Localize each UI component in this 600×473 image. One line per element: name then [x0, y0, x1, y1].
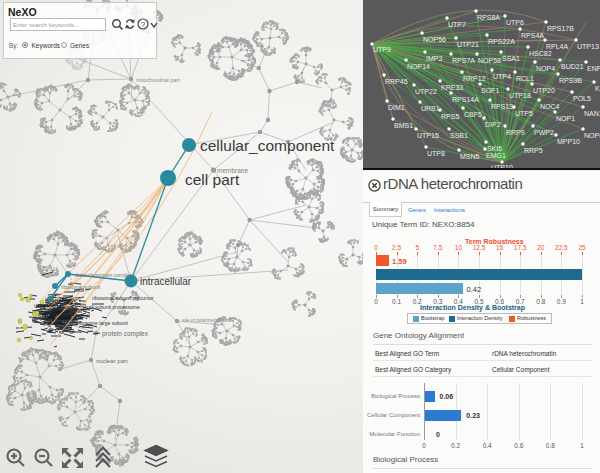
svg-text:RRP12: RRP12: [463, 75, 486, 82]
svg-text:RPS8A: RPS8A: [477, 14, 500, 21]
svg-text:ENP1: ENP1: [587, 65, 600, 72]
svg-text:RPS14A: RPS14A: [452, 96, 479, 103]
svg-text:UTP15: UTP15: [417, 132, 439, 139]
svg-text:RPS1A: RPS1A: [42, 266, 59, 272]
svg-text:NOC4: NOC4: [540, 103, 560, 110]
svg-text:preribosome large subunit: preribosome large subunit: [70, 320, 128, 326]
svg-text:SOF1: SOF1: [481, 87, 499, 94]
svg-text:SSB1: SSB1: [450, 132, 468, 139]
svg-text:ribosomal subunit precursor: ribosomal subunit precursor: [92, 295, 154, 301]
svg-text:UTP10: UTP10: [491, 164, 513, 170]
svg-text:protein complex: protein complex: [102, 330, 149, 338]
svg-text:UTP18: UTP18: [509, 92, 531, 99]
svg-text:MPP10: MPP10: [38, 314, 53, 319]
svg-text:DIM1: DIM1: [388, 104, 405, 111]
svg-text:NOP6: NOP6: [584, 132, 600, 139]
svg-text:NOP14: NOP14: [407, 63, 430, 70]
svg-text:POL5: POL5: [573, 95, 591, 102]
svg-text:UTP21: UTP21: [457, 41, 479, 48]
svg-text:NAN1: NAN1: [584, 110, 600, 117]
svg-text:RPS22A: RPS22A: [488, 38, 515, 45]
svg-text:NOP56: NOP56: [423, 36, 446, 43]
svg-text:IMP3: IMP3: [426, 55, 442, 62]
svg-text:ribosomal subunit: ribosomal subunit: [61, 284, 101, 290]
svg-text:cellular_component: cellular_component: [200, 137, 335, 154]
svg-text:RPS4A: RPS4A: [521, 32, 544, 39]
svg-text:site of polarized growth: site of polarized growth: [182, 318, 232, 323]
svg-text:RRP9: RRP9: [506, 129, 525, 136]
svg-text:CBF5: CBF5: [464, 111, 482, 118]
svg-text:SKI6: SKI6: [487, 145, 502, 152]
svg-text:UTP22: UTP22: [415, 88, 437, 95]
svg-text:DIP2: DIP2: [485, 121, 501, 128]
svg-text:SSA1: SSA1: [502, 55, 520, 62]
svg-text:RPS7A: RPS7A: [452, 57, 475, 64]
svg-text:RRP45: RRP45: [385, 78, 408, 85]
svg-text:RPS5: RPS5: [441, 113, 459, 120]
svg-text:NOP1: NOP1: [556, 115, 575, 122]
svg-text:UTP8: UTP8: [427, 150, 445, 157]
svg-text:EMG1: EMG1: [486, 152, 506, 159]
svg-text:RRP5: RRP5: [524, 147, 543, 154]
svg-text:RPS13: RPS13: [491, 103, 513, 110]
svg-text:nuclear part: nuclear part: [96, 358, 128, 364]
svg-text:BMS1: BMS1: [394, 122, 413, 129]
svg-text:HSC82: HSC82: [529, 50, 552, 57]
svg-text:RCL1: RCL1: [516, 75, 534, 82]
svg-text:BUD21: BUD21: [561, 63, 584, 70]
svg-text:NOP4: NOP4: [536, 65, 555, 72]
svg-text:UTP7: UTP7: [448, 21, 466, 28]
svg-text:MPP10: MPP10: [557, 138, 580, 145]
svg-text:UTP9: UTP9: [373, 46, 391, 53]
svg-text:?: ?: [141, 20, 146, 29]
svg-text:intracellular: intracellular: [140, 276, 192, 287]
svg-text:membrane: membrane: [217, 167, 248, 174]
svg-text:PWP2: PWP2: [534, 129, 554, 136]
svg-text:RPL4A: RPL4A: [546, 43, 569, 50]
svg-text:small subunit processome: small subunit processome: [82, 304, 140, 310]
svg-text:UTP20: UTP20: [533, 87, 555, 94]
svg-text:RPS17B: RPS17B: [547, 25, 574, 32]
svg-text:UTP13: UTP13: [577, 43, 599, 50]
svg-text:UTP5: UTP5: [515, 110, 533, 117]
svg-text:UTP6: UTP6: [506, 19, 524, 26]
svg-text:mitochondrial part: mitochondrial part: [136, 77, 180, 83]
svg-text:MSN5: MSN5: [460, 153, 480, 160]
svg-text:RPS9B: RPS9B: [559, 77, 582, 84]
svg-text:UTP4: UTP4: [493, 73, 511, 80]
svg-text:URB1: URB1: [421, 105, 440, 112]
svg-text:ribonucleoprotein complex: ribonucleoprotein complex: [74, 272, 133, 278]
svg-text:KR: KR: [595, 85, 600, 92]
svg-text:KRE33: KRE33: [441, 84, 463, 91]
svg-text:NOP58: NOP58: [478, 57, 501, 64]
